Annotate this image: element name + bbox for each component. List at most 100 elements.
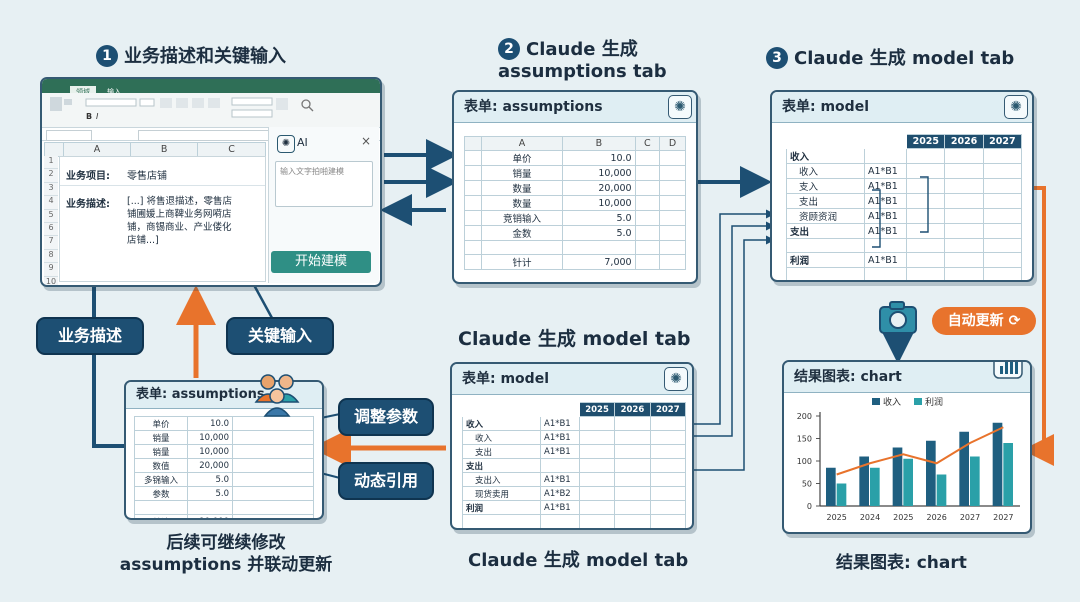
formula-cell[interactable]: A1*B2 [541, 529, 580, 531]
row-label: 销量 [134, 430, 188, 445]
row-value[interactable]: 10.0 [187, 416, 233, 431]
ai-logo-icon: ✺ [664, 367, 688, 391]
people-icon [254, 374, 300, 417]
col-header: A [480, 136, 564, 151]
step1-number: 1 [96, 45, 118, 67]
x-tick-label: 2027 [960, 513, 980, 522]
bottom-caption: 后续可继续修改 assumptions 并联动更新 [119, 533, 333, 575]
y-tick-label: 200 [797, 412, 812, 421]
total-value: 7,000 [562, 254, 636, 270]
legend-label: 收入 [883, 396, 901, 408]
row-value[interactable]: 10,000 [187, 444, 233, 459]
col-header: B [562, 136, 636, 151]
key-input-pill: 关键输入 [226, 317, 334, 355]
row-value[interactable]: 20,000 [187, 458, 233, 473]
assumptions-title: 表单: assumptions [454, 92, 696, 123]
formula-cell[interactable]: A1*B2 [540, 486, 580, 501]
row-value[interactable] [187, 500, 233, 515]
formula-cell[interactable] [540, 514, 580, 528]
model-title: 表单: model [772, 92, 1032, 123]
row-number: 3 [44, 182, 58, 197]
formula-cell[interactable] [540, 458, 580, 473]
formula-bar[interactable] [42, 128, 380, 141]
row-label: 销量 [480, 165, 564, 181]
year-header: 2027 [982, 134, 1023, 149]
bar-revenue [926, 440, 936, 506]
row-label: 单价 [134, 416, 188, 431]
row-value[interactable]: 5.0 [562, 225, 636, 241]
row-value[interactable]: 10.0 [562, 150, 636, 166]
chart-badge-icon [993, 362, 1023, 379]
x-tick-label: 2024 [860, 513, 880, 522]
formula-cell[interactable]: A1*B1 [540, 416, 580, 431]
model2-title: 表单: model [452, 364, 692, 395]
row-value[interactable]: 10,000 [187, 514, 233, 518]
ai-logo-icon: ✺ [277, 135, 295, 153]
y-tick-label: 150 [797, 435, 812, 444]
col-header-b: B [130, 142, 199, 157]
ai-logo-icon: ✺ [668, 95, 692, 119]
start-modeling-button[interactable]: 开始建模 [271, 251, 371, 273]
row-number: 9 [44, 263, 58, 277]
legend-swatch [914, 398, 922, 405]
row-label: 现货卖用 [462, 486, 541, 501]
bar-profit [836, 483, 847, 506]
row-label: 支出入 [462, 472, 541, 487]
bar-profit [936, 474, 947, 506]
project-value: 零售店铺 [127, 171, 167, 182]
ai-prompt-input[interactable]: 输入文字拍啪建模 [275, 161, 373, 207]
row-label: 竞销输入 [480, 210, 564, 226]
x-tick-label: 2025 [826, 513, 846, 522]
refresh-icon: ⟳ [1008, 313, 1021, 329]
ribbon-tab-1[interactable]: 输入 [107, 88, 122, 96]
row-value[interactable]: 10,000 [562, 195, 636, 211]
close-icon[interactable]: × [360, 134, 371, 148]
row-label: 数量 [480, 195, 564, 211]
row-value[interactable]: 10,000 [562, 165, 636, 181]
chart-title: 结果图表: chart [784, 362, 1030, 393]
row-value[interactable]: 5.0 [187, 486, 233, 501]
bar-revenue [892, 447, 903, 506]
bar-revenue [992, 422, 1003, 506]
row-value[interactable]: 5.0 [562, 210, 636, 226]
formula-cell[interactable]: A1*B1 [540, 444, 580, 459]
row-label: 单价 [480, 150, 564, 166]
formula-cell[interactable]: A1*B1 [540, 472, 580, 487]
formula-cell[interactable]: A1*B1 [540, 500, 580, 515]
row-label [462, 514, 541, 528]
desc-line: 铺，商锡商业、产业偻化 [127, 222, 232, 233]
year-header: 2027 [649, 402, 687, 417]
row-value[interactable]: 5.0 [187, 472, 233, 487]
row-label: 金数 [480, 225, 564, 241]
total-label: 针计 [480, 254, 564, 270]
formula-cell[interactable]: A1*B1 [540, 430, 580, 445]
table-row: 支出 [462, 458, 687, 473]
bar-revenue [859, 456, 869, 506]
formula-cell[interactable]: A1*B1 [865, 282, 907, 283]
row-value[interactable]: 20,000 [562, 180, 636, 196]
excel-cells: 业务项目: 零售店铺 业务描述: [...] 将售退描述，零售店铺圃媛上商鞞业务… [59, 156, 266, 282]
row-label: 收入 [462, 416, 541, 431]
desc-line: [...] 将售退描述，零售店 [127, 196, 232, 207]
arrow-loop-left [92, 280, 124, 448]
row-value[interactable]: 10,000 [187, 430, 233, 445]
